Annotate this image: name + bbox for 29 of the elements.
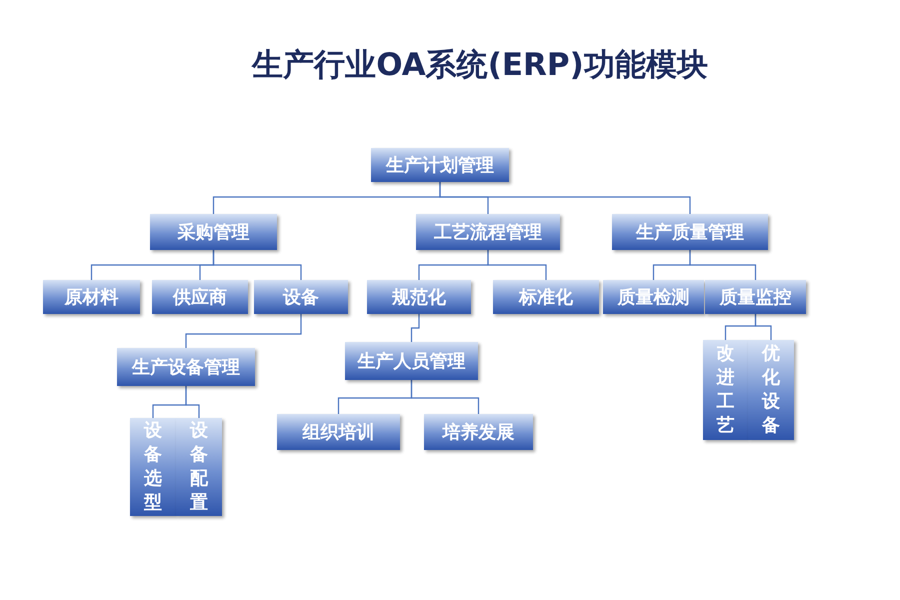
connector-line bbox=[410, 314, 420, 342]
title: 生产行业OA系统(ERP)功能模块 bbox=[250, 46, 709, 85]
connector-line bbox=[212, 250, 302, 280]
connector-line bbox=[185, 314, 302, 348]
module-box: 设备 bbox=[254, 280, 348, 314]
module-box: 规范化 bbox=[367, 280, 471, 314]
connector-line bbox=[754, 314, 772, 340]
module-box: 质量检测 bbox=[603, 280, 704, 314]
module-box: 原材料 bbox=[43, 280, 140, 314]
module-box: 工艺流程管理 bbox=[416, 214, 560, 250]
connector-line bbox=[689, 250, 756, 280]
module-box: 质量监控 bbox=[705, 280, 806, 314]
module-box: 改进工艺 bbox=[703, 340, 748, 440]
connector-line bbox=[410, 380, 480, 414]
module-box: 标准化 bbox=[493, 280, 599, 314]
module-box: 设备选型 bbox=[130, 418, 176, 516]
module-box: 组织培训 bbox=[277, 414, 400, 450]
module-box: 生产质量管理 bbox=[612, 214, 768, 250]
module-box: 采购管理 bbox=[150, 214, 277, 250]
module-box: 生产人员管理 bbox=[345, 342, 478, 380]
module-box: 培养发展 bbox=[424, 414, 533, 450]
connector-line bbox=[487, 250, 547, 280]
connector-line bbox=[185, 386, 200, 418]
connector-line bbox=[439, 182, 691, 214]
module-box: 优化设备 bbox=[748, 340, 794, 440]
module-box: 生产设备管理 bbox=[117, 348, 255, 386]
module-box: 设备配置 bbox=[176, 418, 222, 516]
module-box: 供应商 bbox=[152, 280, 248, 314]
module-box: 生产计划管理 bbox=[371, 148, 509, 182]
